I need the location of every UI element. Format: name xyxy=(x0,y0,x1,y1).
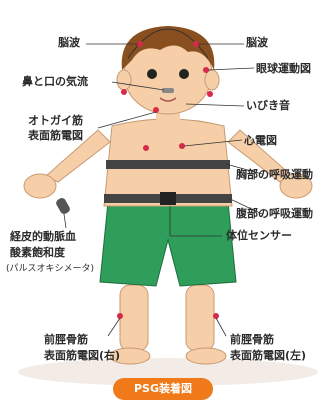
pulse-oximeter-probe xyxy=(56,198,70,214)
figure-caption: PSG装着図 xyxy=(113,378,213,400)
mouth xyxy=(159,97,177,102)
right-ear xyxy=(204,69,220,91)
label-chin-emg-1: オトガイ筋 xyxy=(28,114,83,127)
arms xyxy=(23,129,313,199)
head-wires xyxy=(127,28,209,59)
label-snoring: いびき音 xyxy=(246,99,290,112)
label-tibialis-right-1: 前脛骨筋 xyxy=(44,333,88,346)
label-chin-emg-2: 表面筋電図 xyxy=(28,129,83,142)
left-eye xyxy=(147,69,157,79)
label-eye-movement: 眼球運動図 xyxy=(256,62,311,75)
label-spo2-1: 経皮的動脈血 xyxy=(10,230,76,243)
label-brainwave-right: 脳波 xyxy=(246,36,268,49)
hair xyxy=(121,26,215,70)
label-tibialis-right-2: 表面筋電図(右) xyxy=(44,349,121,362)
label-body-position: 体位センサー xyxy=(226,229,292,242)
leader-lines xyxy=(63,43,263,337)
label-spo2-2: 酸素飽和度 xyxy=(10,246,65,259)
nasal-cannula xyxy=(162,88,174,93)
label-brainwave-left: 脳波 xyxy=(58,36,80,49)
legs xyxy=(109,284,227,365)
label-tibialis-left-2: 表面筋電図(左) xyxy=(230,349,307,362)
chest-belt xyxy=(106,160,230,169)
label-ecg: 心電図 xyxy=(244,134,277,147)
label-tibialis-left-1: 前脛骨筋 xyxy=(230,333,274,346)
left-ear xyxy=(116,69,132,91)
electrodes xyxy=(117,41,219,319)
shorts xyxy=(99,201,237,287)
position-sensor xyxy=(160,192,176,205)
right-eye xyxy=(179,69,189,79)
label-spo2-3: (パルスオキシメータ) xyxy=(6,264,95,274)
floor-shadow xyxy=(18,358,318,386)
label-abdominal-respiration: 腹部の呼吸運動 xyxy=(236,207,313,220)
label-nasal-oral-airflow: 鼻と口の気流 xyxy=(22,75,88,88)
label-chest-respiration: 胸部の呼吸運動 xyxy=(236,168,313,181)
